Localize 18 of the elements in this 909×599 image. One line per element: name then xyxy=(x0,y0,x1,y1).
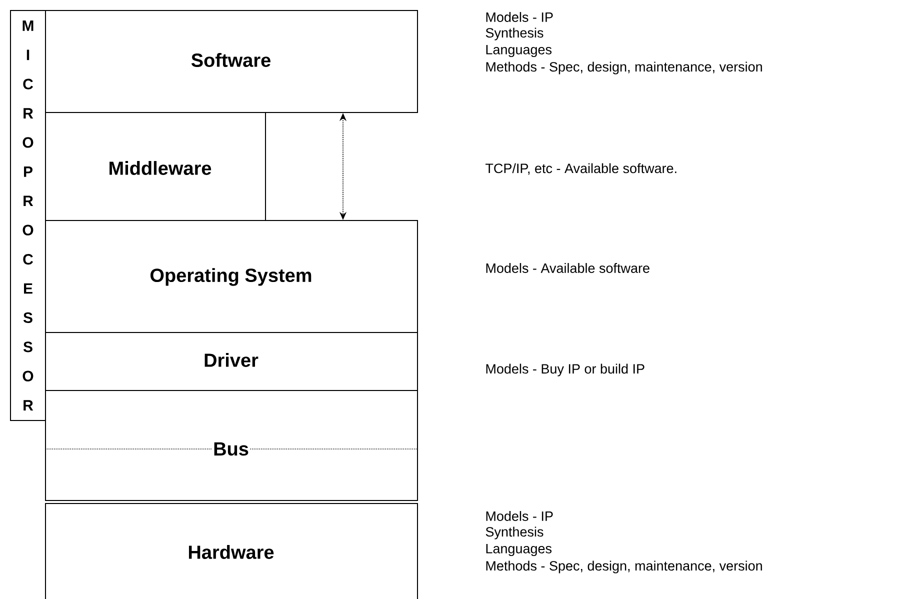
layer-box: Middleware xyxy=(45,112,266,221)
annotation-text: Synthesis xyxy=(486,526,544,540)
annotation-text: TCP/IP, etc - Available software. xyxy=(486,163,676,175)
annotation-text: Models - Available software xyxy=(486,263,650,273)
annotation-text: Languages xyxy=(486,44,552,58)
annotation-text: Methods - Spec, design, maintenance, version xyxy=(486,560,762,574)
vertical-label-box: MICROPROCESSOR xyxy=(10,10,46,421)
layer-box: Bus xyxy=(45,390,418,501)
annotation-text: Synthesis xyxy=(486,28,544,40)
annotation-text: Models - Buy IP or build IP xyxy=(486,364,644,376)
annotation-text: Models - IP xyxy=(486,12,553,22)
annotation-text: Languages xyxy=(486,544,552,556)
layer-box: Software xyxy=(45,10,418,113)
layer-box: Driver xyxy=(45,332,418,391)
annotation-text: Models - IP xyxy=(486,511,553,521)
layer-box: Hardware xyxy=(45,503,418,599)
annotation-text: Methods - Spec, design, maintenance, version xyxy=(486,62,762,74)
layer-box: Operating System xyxy=(45,220,418,333)
